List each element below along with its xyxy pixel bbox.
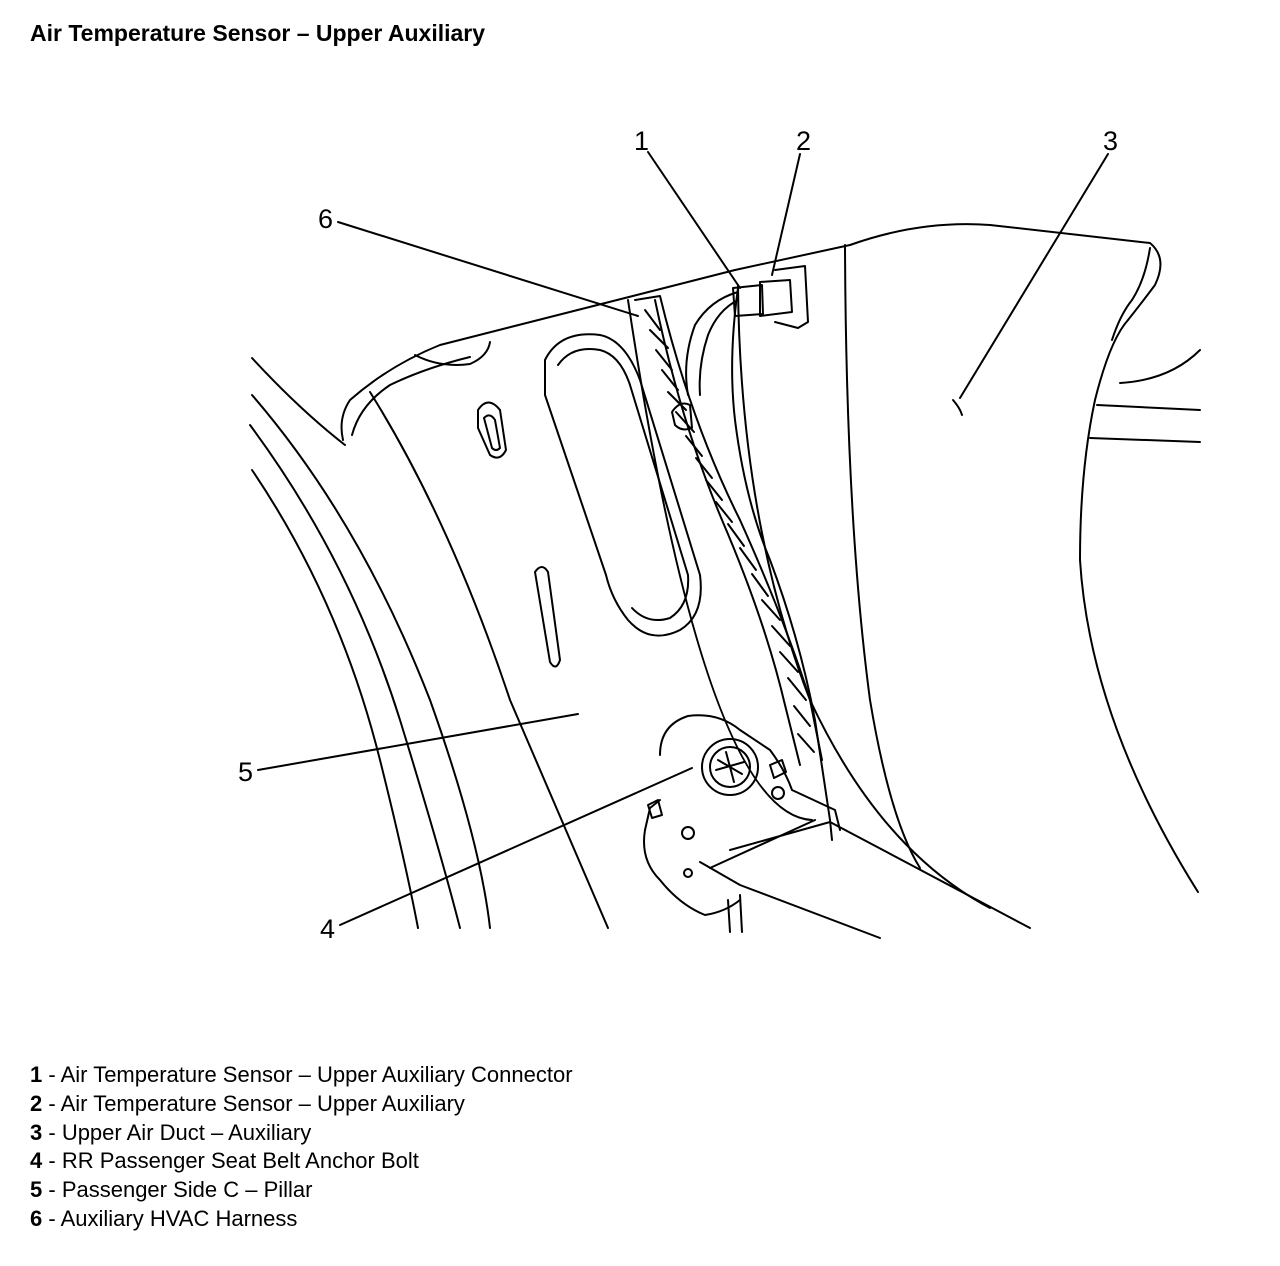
upper-air-duct: [737, 244, 1201, 909]
legend-number: 4: [30, 1148, 43, 1174]
legend-number: 1: [30, 1062, 43, 1087]
legend-separator: -: [42, 1148, 62, 1174]
legend: 1 - Air Temperature Sensor – Upper Auxil…: [30, 1061, 573, 1234]
callout-6: 6: [318, 204, 333, 234]
callout-numbers: 1 2 3 4 5 6: [238, 126, 1118, 944]
legend-number: 6: [30, 1205, 43, 1231]
legend-item: 2 - Air Temperature Sensor – Upper Auxil…: [30, 1090, 573, 1119]
legend-item: 1 - Air Temperature Sensor – Upper Auxil…: [30, 1061, 573, 1090]
air-temperature-sensor: [732, 265, 809, 329]
legend-separator: -: [42, 1090, 61, 1116]
legend-number: 5: [30, 1177, 43, 1203]
legend-item: 4 - RR Passenger Seat Belt Anchor Bolt: [30, 1147, 573, 1176]
legend-label: Auxiliary HVAC Harness: [60, 1205, 298, 1231]
panel-oval-opening: [544, 333, 702, 637]
callout-4: 4: [320, 914, 335, 944]
seat-belt-anchor: [643, 714, 1031, 939]
legend-number: 3: [30, 1119, 43, 1145]
legend-label: RR Passenger Seat Belt Anchor Bolt: [61, 1148, 419, 1174]
callout-2: 2: [796, 126, 811, 156]
callout-3: 3: [1103, 126, 1118, 156]
leader-lines: [257, 151, 1109, 926]
callout-1: 1: [634, 126, 649, 156]
callout-5: 5: [238, 757, 253, 787]
legend-separator: -: [42, 1119, 62, 1145]
legend-number: 2: [30, 1090, 43, 1116]
legend-label: Passenger Side C – Pillar: [61, 1177, 313, 1203]
legend-separator: -: [42, 1205, 61, 1231]
legend-label: Air Temperature Sensor – Upper Auxiliary…: [60, 1062, 573, 1087]
legend-label: Upper Air Duct – Auxiliary: [61, 1119, 312, 1145]
legend-item: 6 - Auxiliary HVAC Harness: [30, 1205, 573, 1234]
legend-item: 3 - Upper Air Duct – Auxiliary: [30, 1119, 573, 1148]
c-pillar-panel: [340, 223, 1162, 821]
auxiliary-hvac-harness: [671, 291, 739, 431]
legend-label: Air Temperature Sensor – Upper Auxiliary: [60, 1090, 465, 1116]
diagram-title: Air Temperature Sensor – Upper Auxiliary: [30, 20, 486, 46]
harness-channel: [634, 287, 833, 841]
legend-separator: -: [42, 1062, 61, 1087]
legend-item: 5 - Passenger Side C – Pillar: [30, 1176, 573, 1205]
legend-separator: -: [42, 1177, 62, 1203]
panel-slots: [477, 401, 561, 668]
door-opening-lines: [249, 357, 609, 929]
